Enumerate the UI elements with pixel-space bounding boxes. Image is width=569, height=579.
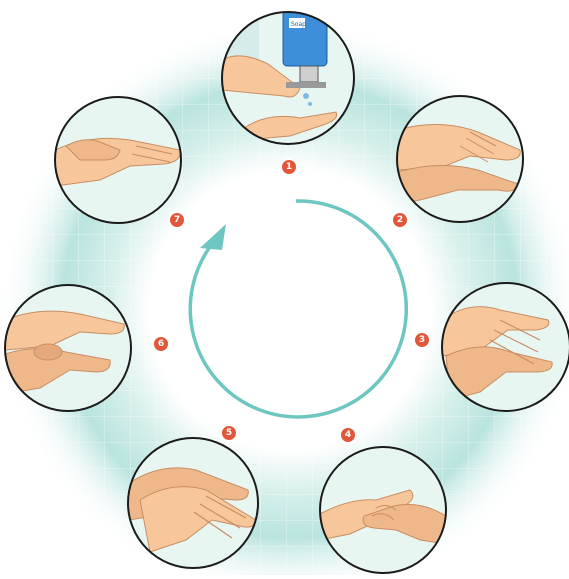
step-2-illustration	[397, 96, 523, 222]
step-1-illustration: Soap	[222, 10, 354, 144]
step-badge-7: 7	[170, 213, 184, 227]
step-badge-4: 4	[341, 428, 355, 442]
step-4-illustration	[320, 447, 446, 573]
step-badge-6: 6	[154, 337, 168, 351]
step-badge-5: 5	[222, 426, 236, 440]
step-badge-2: 2	[393, 213, 407, 227]
step-5-illustration	[128, 438, 258, 568]
step-badge-3: 3	[415, 333, 429, 347]
step-6-illustration	[5, 285, 131, 411]
step-7-illustration	[55, 97, 181, 223]
step-3-illustration	[442, 283, 569, 411]
dispenser-label: Soap	[291, 21, 306, 28]
step-badge-1: 1	[282, 160, 296, 174]
